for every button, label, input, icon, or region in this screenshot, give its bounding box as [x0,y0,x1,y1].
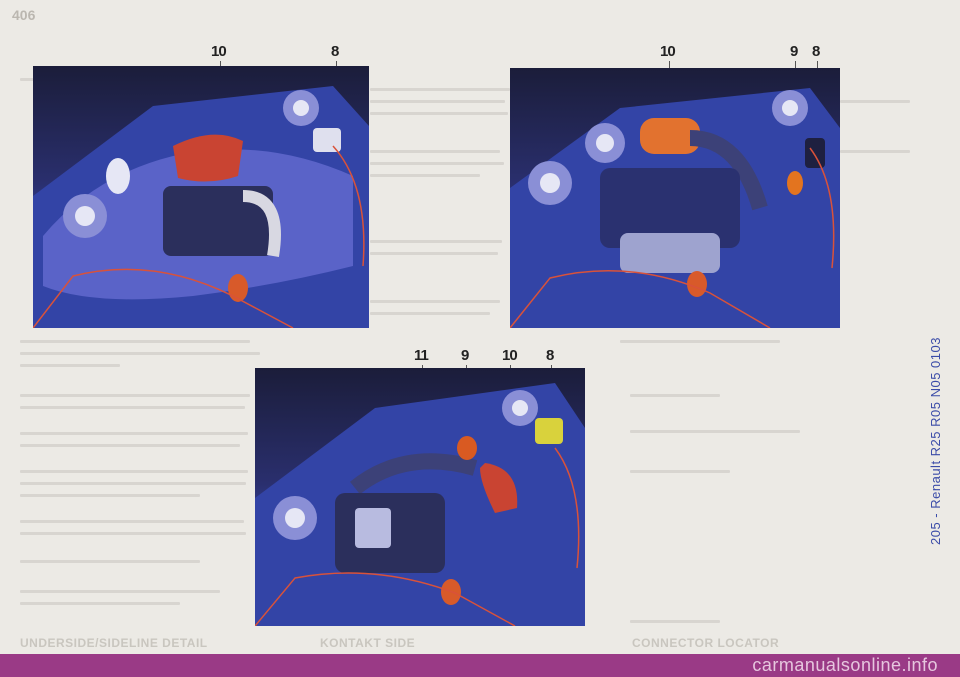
ghost-line [370,174,480,177]
callout-label: 10 [660,43,676,60]
ghost-line [20,352,260,355]
callout-label: 11 [414,347,429,364]
ghost-line [370,150,500,153]
ghost-line [630,620,720,623]
ghost-line [630,430,800,433]
watermark-text: carmanualsonline.info [752,655,938,675]
ghost-line [370,162,504,165]
footer-section-title: CONNECTOR LOCATOR [632,636,780,650]
ghost-line [20,482,246,485]
ghost-line [20,532,246,535]
ghost-line [370,112,508,115]
ghost-line [20,364,120,367]
ghost-line [620,340,780,343]
ghost-line [370,240,502,243]
callout-label: 8 [812,43,820,60]
ghost-line [20,560,200,563]
ghost-line [20,444,240,447]
ghost-line [370,300,500,303]
footer-section-title: KONTAKT SIDE [320,636,416,650]
ghost-line [20,470,248,473]
ghost-line [630,470,730,473]
ghost-line [20,590,220,593]
callout-label: 10 [211,43,227,60]
ghost-line [20,78,34,81]
ghost-line [20,394,250,397]
ghost-line [20,494,200,497]
ghost-line [370,312,490,315]
ghost-line [20,340,250,343]
footer-section-title: UNDERSIDE/SIDELINE DETAIL [20,636,208,650]
ghost-line [370,252,498,255]
ghost-line [840,100,910,103]
ghost-line [20,520,244,523]
ghost-line [20,602,180,605]
ghost-line [370,88,510,91]
ghost-line [370,100,505,103]
callout-label: 8 [331,43,339,60]
ghost-line [20,432,248,435]
page-number: 406 [12,7,36,23]
callout-label: 9 [461,347,469,364]
ghost-line [840,150,910,153]
side-reference-code: 205 - Renault R25 R05 N05 0103 [928,337,943,545]
callout-label: 9 [790,43,798,60]
engine-bay-illustration [510,68,840,328]
callout-label: 8 [546,347,554,364]
engine-bay-illustration [255,368,585,626]
engine-bay-illustration [33,66,369,328]
ghost-line [20,406,245,409]
footer-band [0,654,960,677]
ghost-line [630,394,720,397]
callout-label: 10 [502,347,518,364]
